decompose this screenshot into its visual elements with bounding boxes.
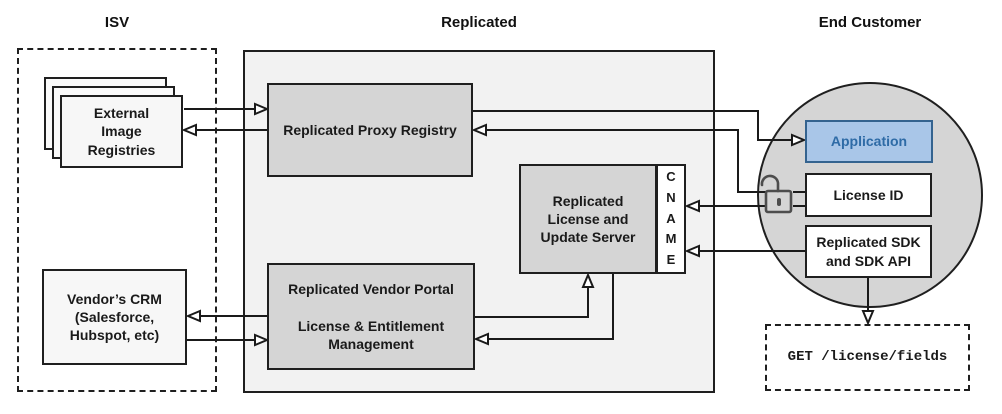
isv-container <box>17 48 217 392</box>
padlock-shackle <box>760 174 780 193</box>
license-update-server-box: Replicated License and Update Server <box>519 164 657 274</box>
license-id-box: License ID <box>805 173 932 217</box>
unlocked-padlock-icon <box>760 174 793 214</box>
section-title-replicated: Replicated <box>441 14 517 31</box>
section-title-isv: ISV <box>104 14 130 31</box>
vendors-crm-box: Vendor’s CRM (Salesforce, Hubspot, etc) <box>42 269 187 365</box>
padlock-keyhole <box>777 198 781 206</box>
external-image-registries-box: External Image Registries <box>60 95 183 168</box>
section-title-end-customer: End Customer <box>818 14 922 31</box>
cname-strip: C N A M E <box>656 164 686 274</box>
replicated-sdk-box: Replicated SDK and SDK API <box>805 225 932 278</box>
vendor-portal-box: Replicated Vendor Portal License & Entit… <box>267 263 475 370</box>
padlock-body <box>764 189 793 214</box>
application-box: Application <box>805 120 933 163</box>
replicated-proxy-registry-box: Replicated Proxy Registry <box>267 83 473 177</box>
get-license-fields-box: GET /license/fields <box>765 324 970 391</box>
